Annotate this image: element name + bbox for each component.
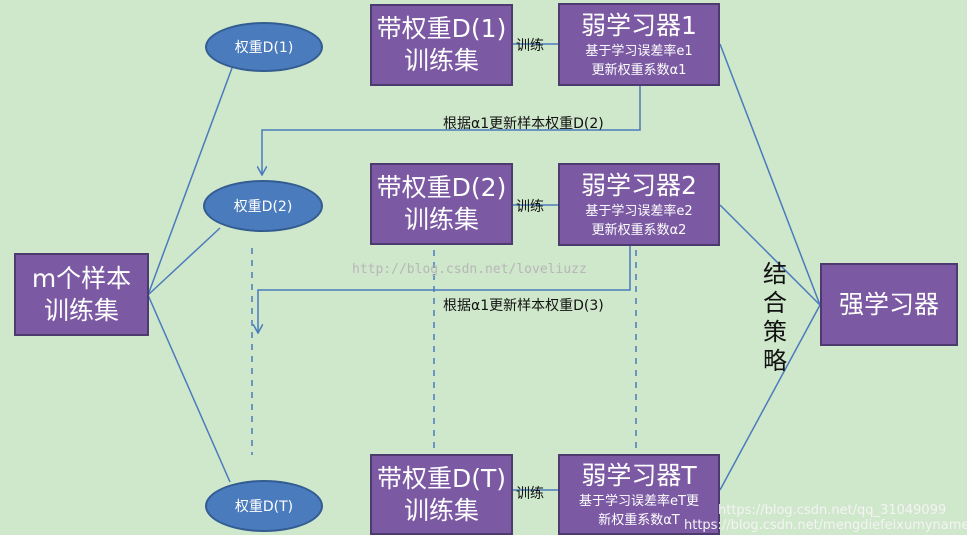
learner-2-to-strong-line [719,204,821,306]
dataset-2-line-1: 带权重D(2) [376,173,507,202]
train-label-1: 训练 [516,38,544,54]
weight-update-label-2: 根据α1更新样本权重D(3) [443,298,604,314]
weight-update-label-1: 根据α1更新样本权重D(2) [443,116,604,132]
weak-learner-1-title: 弱学习器1 [581,10,697,40]
strong-learner-box: 强学习器 [820,263,958,346]
weak-learner-box-1: 弱学习器1 基于学习误差率e1 更新权重系数α1 [558,3,720,86]
weak-learner-1-line-2: 更新权重系数α1 [591,62,687,78]
weak-learner-t-title: 弱学习器T [581,460,697,490]
watermark-corner-1: https://blog.csdn.net/qq_31049099 [718,503,947,518]
weak-learner-t-line-1: 基于学习误差率eT更 [579,493,699,509]
weight-update-arrow-1 [262,86,641,174]
combine-char-3: 策 [763,318,787,346]
dataset-1-line-1: 带权重D(1) [376,14,507,43]
dataset-2-line-2: 训练集 [403,205,479,234]
strong-learner-label: 强学习器 [838,289,939,319]
weight-update-arrow-2 [258,246,631,332]
train-label-t: 训练 [516,486,544,502]
source-line-2: 训练集 [43,295,119,325]
weak-learner-1-line-1: 基于学习误差率e1 [585,43,693,59]
combine-char-1: 结 [763,260,787,288]
source-to-weight-1-line [147,67,233,296]
weak-learner-box-t: 弱学习器T 基于学习误差率eT更 新权重系数αT [558,454,720,535]
combine-strategy-label: 结 合 策 略 [760,260,790,376]
weak-learner-2-line-1: 基于学习误差率e2 [585,203,693,219]
watermark-center: http://blog.csdn.net/loveliuzz [352,262,587,277]
weighted-dataset-box-t: 带权重D(T) 训练集 [370,454,513,535]
weight-ellipse-t: 权重D(T) [205,480,323,532]
combine-char-4: 略 [763,347,787,375]
weight-ellipse-2: 权重D(2) [203,180,323,232]
weak-learner-2-line-2: 更新权重系数α2 [591,222,687,238]
dataset-t-line-1: 带权重D(T) [376,463,507,493]
weighted-dataset-box-1: 带权重D(1) 训练集 [370,4,513,86]
weak-learner-t-line-2: 新权重系数αT [598,512,680,528]
learner-t-to-strong-line [719,304,821,491]
weighted-dataset-box-2: 带权重D(2) 训练集 [370,163,513,245]
weak-learner-box-2: 弱学习器2 基于学习误差率e2 更新权重系数α2 [558,163,720,246]
source-line-1: m个样本 [31,263,132,293]
source-training-set-box: m个样本 训练集 [14,253,149,336]
source-to-weight-t-line [147,294,231,483]
combine-char-2: 合 [763,289,787,317]
dataset-t-line-2: 训练集 [403,495,479,525]
weak-learner-2-title: 弱学习器2 [581,170,697,200]
weight-ellipse-1: 权重D(1) [205,22,323,72]
learner-1-to-strong-line [719,43,821,306]
dataset-1-line-2: 训练集 [403,46,479,75]
source-to-weight-2-line [147,227,221,296]
train-label-2: 训练 [516,199,544,215]
watermark-corner-2: https://blog.csdn.net/mengdiefeixumyname [684,518,967,533]
